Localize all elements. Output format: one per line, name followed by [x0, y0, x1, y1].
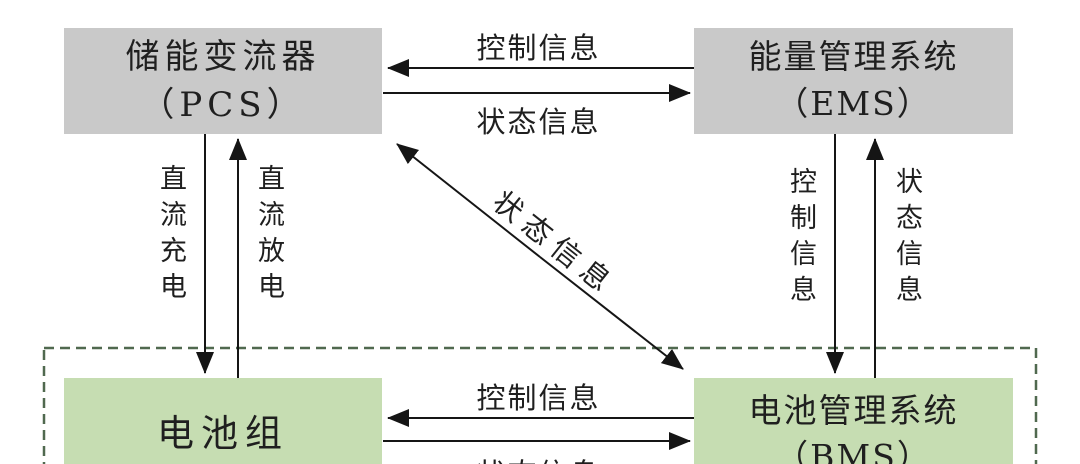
- edge-label-diagonal-status: 状态信息: [486, 184, 624, 303]
- node-bms-title: 电池管理系统: [748, 391, 959, 431]
- edge-label-top-status: 状态信息: [476, 105, 601, 139]
- edge-label-dc-discharge: 直流放电: [253, 164, 284, 308]
- node-ems-title: 能量管理系统: [748, 37, 959, 77]
- node-bms: 电池管理系统 （BMS）: [694, 378, 1013, 464]
- edge-label-top-control: 控制信息: [476, 31, 601, 65]
- node-pcs-title: 储能变流器: [125, 36, 321, 77]
- edge-label-right-control: 控制信息: [785, 167, 816, 311]
- node-bms-abbr: （BMS）: [775, 437, 932, 464]
- node-pcs-abbr: （PCS）: [140, 85, 306, 125]
- node-pcs: 储能变流器 （PCS）: [64, 28, 382, 134]
- edge-label-bottom-control: 控制信息: [476, 381, 601, 415]
- edge-label-dc-charge: 直流充电: [155, 164, 186, 308]
- node-battery: 电池组: [64, 378, 382, 464]
- node-ems-abbr: （EMS）: [775, 84, 932, 123]
- node-battery-title: 电池组: [157, 411, 289, 455]
- edge-label-bottom-status: 状态信息: [383, 451, 694, 464]
- edge-label-right-status: 状态信息: [891, 167, 922, 311]
- node-ems: 能量管理系统 （EMS）: [694, 28, 1013, 134]
